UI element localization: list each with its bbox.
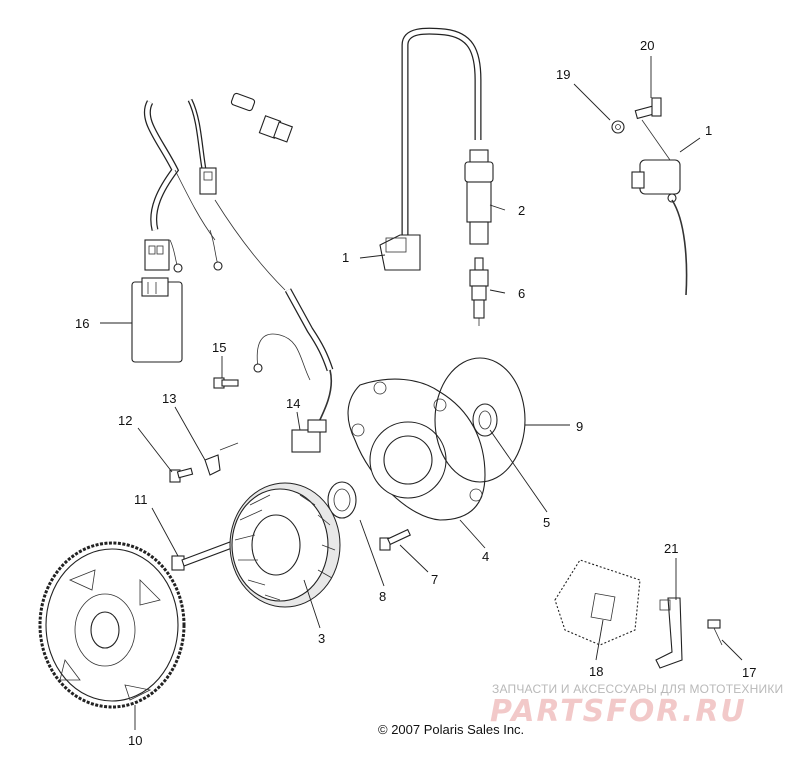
callout-12: 12 [118,413,132,428]
pickup-sensor [284,288,334,453]
callout-7: 7 [431,572,438,587]
gasket [434,357,526,483]
ignition-coil-wire [379,27,482,271]
callout-14: 14 [286,396,300,411]
callout-1-left: 1 [342,250,349,265]
voltage-regulator [554,559,641,646]
callout-16: 16 [75,316,89,331]
bolt-7 [379,528,411,551]
callout-18: 18 [589,664,603,679]
cdi-module [131,277,183,363]
watermark-logo-text: PARTSFOR.RU [490,694,747,728]
regulator-bracket [655,597,683,669]
oil-seal-left [327,481,357,519]
copyright-notice: © 2007 Polaris Sales Inc. [378,722,525,737]
callout-17: 17 [742,665,756,680]
bracket-13 [204,442,239,476]
callout-19: 21 [664,541,678,556]
ground-wire [213,333,311,389]
callout-13: 13 [162,391,176,406]
leader-lines [100,56,743,730]
spark-plug [469,257,489,326]
stator [229,482,341,608]
callout-10: 10 [128,733,142,748]
callout-20: 20 [640,38,654,53]
stator-plate [347,378,486,521]
callout-1-right: 1 [705,123,712,138]
callout-15: 15 [212,340,226,355]
oil-seal-right [472,403,498,437]
callout-4: 4 [482,549,489,564]
bolt-12 [169,467,194,483]
watermark-logo: PARTSFOR.RU [490,694,747,728]
screw-17 [707,619,723,646]
callout-3: 3 [318,631,325,646]
flywheel [38,541,186,709]
callout-11: 11 [134,492,148,507]
callout-5: 5 [543,515,550,530]
watermark-tagline: ЗАПЧАСТИ И АКСЕССУАРЫ ДЛЯ МОТОТЕХНИКИ [492,682,784,696]
callout-8: 8 [379,589,386,604]
callout-6: 6 [518,286,525,301]
callout-19-label: 19 [556,67,570,82]
bolt-and-nut [611,97,662,134]
callout-9: 9 [576,419,583,434]
ignition-coil-right [631,119,688,296]
bolt-11 [171,541,233,571]
callout-2: 2 [518,203,525,218]
callout-labels: 1 1 2 3 4 5 6 7 8 9 10 11 12 13 14 15 16… [75,38,756,748]
spark-plug-cap [464,149,494,245]
wiring-harness [143,78,294,291]
